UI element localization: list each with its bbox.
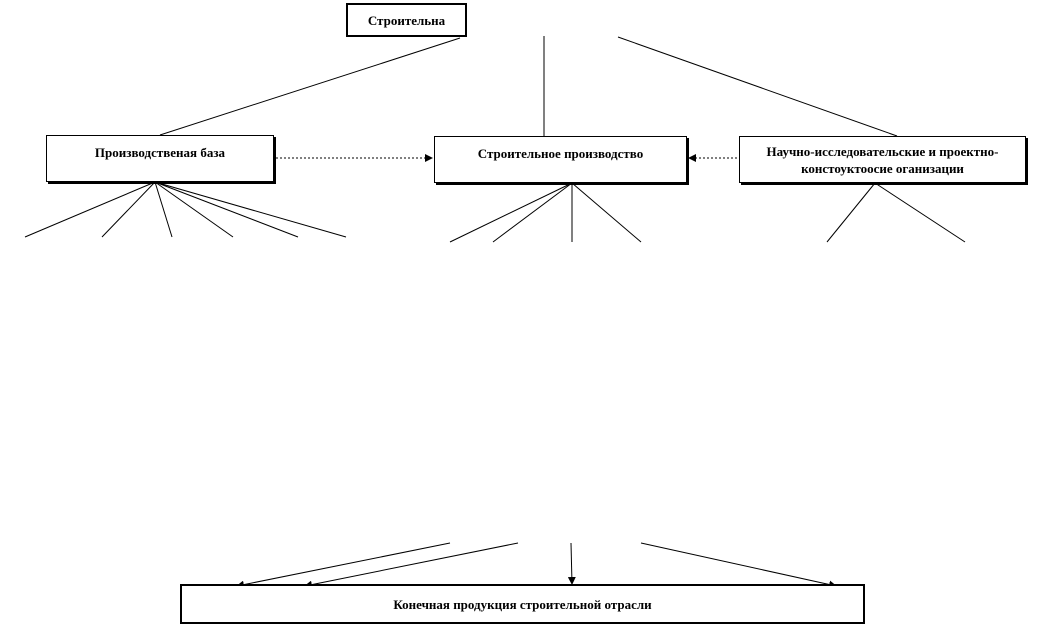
top-node-box: Строительна — [346, 3, 467, 37]
fan-production — [449, 182, 642, 243]
production-base-box: Производственая база — [46, 135, 274, 182]
final-product-label: Конечная продукция строительной отрасли — [393, 596, 652, 612]
research-organizations-label-line1: Научно-исследовательские и проектно- — [766, 143, 999, 159]
construction-production-label: Строительное производство — [477, 146, 644, 161]
fan-science — [826, 182, 966, 243]
production-base-label: Производственая база — [94, 145, 226, 160]
final-product-box: Конечная продукция строительной отрасли — [180, 584, 865, 624]
top-node-label: Строительна — [367, 12, 446, 28]
connector-top-to-base — [159, 37, 461, 136]
research-organizations-box: Научно-исследовательские и проектно- кон… — [739, 136, 1026, 183]
arrows-to-final — [236, 542, 837, 589]
fan-base — [24, 181, 347, 238]
construction-production-box: Строительное производство — [434, 136, 687, 183]
research-organizations-label-line2: констоуктоосие оганизации — [801, 160, 964, 176]
connector-top-to-science — [617, 36, 898, 137]
